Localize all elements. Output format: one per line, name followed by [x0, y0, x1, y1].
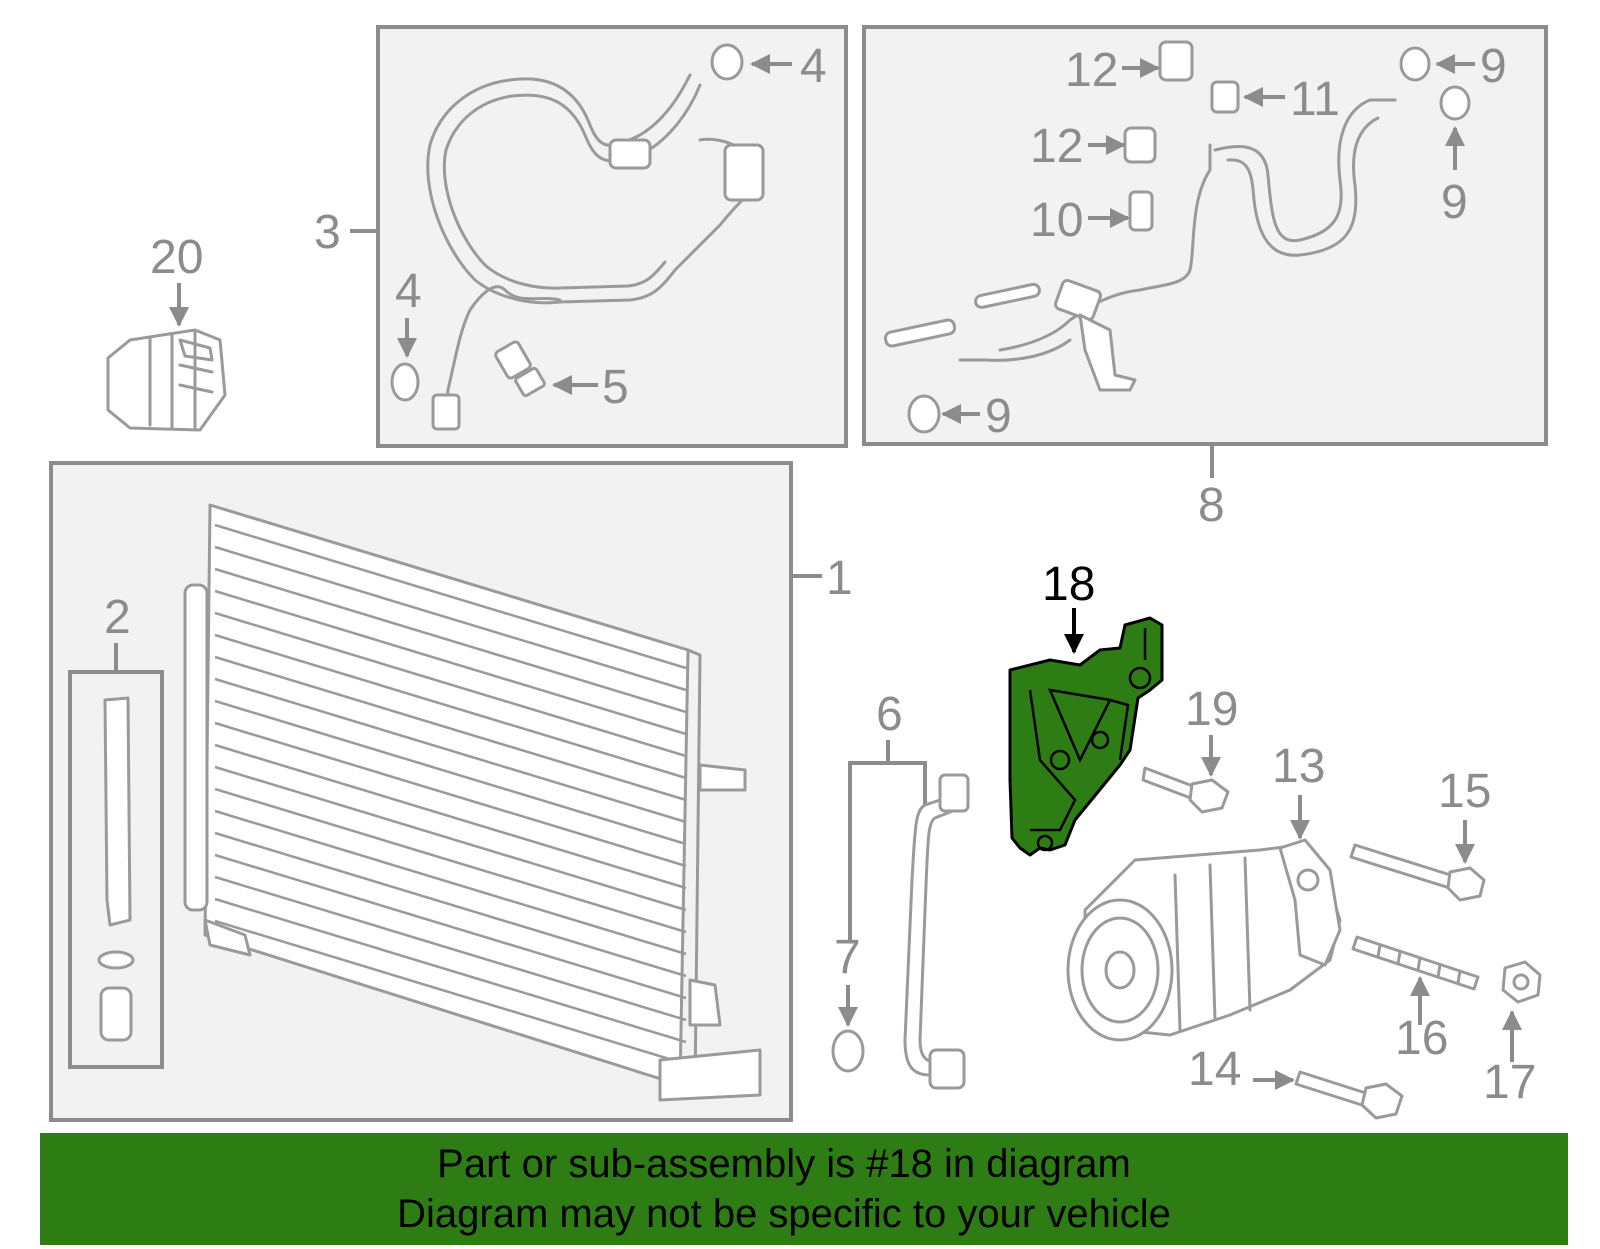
callout-18[interactable]: 18: [1042, 558, 1095, 611]
hose-block-fitting: [723, 143, 765, 202]
callout-7[interactable]: 7: [834, 931, 861, 984]
liquid-tube-group: [831, 740, 970, 1090]
callout-8[interactable]: 8: [1198, 479, 1225, 532]
connector-20: [106, 283, 227, 432]
callout-1[interactable]: 1: [826, 552, 853, 605]
rear-hose-assembly-box: [862, 25, 1548, 446]
callout-11[interactable]: 11: [1290, 73, 1340, 126]
hose-assembly-group: [350, 25, 848, 448]
hose-fitting: [608, 138, 652, 170]
bolt-15: [1349, 820, 1486, 902]
sensor-10: [1128, 190, 1154, 232]
banner-line-1: Part or sub-assembly is #18 in diagram: [437, 1142, 1131, 1186]
callout-12a[interactable]: 12: [1065, 44, 1118, 97]
valve-core-b: [974, 282, 1041, 309]
callout-9c[interactable]: 9: [985, 390, 1012, 443]
callout-9b[interactable]: 9: [1441, 176, 1468, 229]
tube-fitting-bottom: [928, 1048, 966, 1090]
callout-6[interactable]: 6: [876, 688, 903, 741]
condenser-group: [49, 461, 822, 1122]
stud-16: [1351, 935, 1480, 1025]
hose-bracket-8: [1053, 278, 1137, 392]
banner-line-2: Diagram may not be specific to your vehi…: [397, 1192, 1171, 1236]
hose-end-fitting: [431, 393, 461, 431]
condenser-bracket-left: [203, 918, 252, 957]
callout-20[interactable]: 20: [150, 231, 203, 284]
valve-core-a: [883, 318, 957, 348]
nut-17: [1501, 960, 1542, 1062]
o-ring-9a: [1399, 46, 1431, 82]
condenser-bracket-lower: [688, 978, 722, 1027]
compressor-port: [1296, 868, 1320, 892]
hose-assembly-box: [376, 25, 848, 448]
callout-16[interactable]: 16: [1395, 1012, 1448, 1065]
compressor-hub: [1104, 950, 1136, 990]
compressor-clutch-ring: [1080, 916, 1160, 1024]
o-ring-4b: [390, 362, 420, 402]
condenser-fins: [214, 523, 687, 1066]
callout-5[interactable]: 5: [602, 361, 629, 414]
compressor-ribs: [1173, 856, 1252, 1032]
callout-10[interactable]: 10: [1030, 194, 1083, 247]
desiccant-o-ring: [97, 950, 135, 970]
info-banner: Part or sub-assembly is #18 in diagram D…: [40, 1133, 1568, 1245]
liquid-tube: [903, 793, 962, 1077]
rear-hose-main: [998, 143, 1212, 352]
callout-15[interactable]: 15: [1438, 765, 1491, 818]
callout-13[interactable]: 13: [1272, 740, 1325, 793]
compressor-bracket-18: [1008, 608, 1164, 857]
compressor-clutch: [1066, 898, 1174, 1042]
callout-2[interactable]: 2: [104, 591, 131, 644]
callout-17[interactable]: 17: [1483, 1056, 1536, 1109]
rear-hose-assembly-group: [862, 25, 1548, 478]
bolt-14: [1253, 1070, 1404, 1120]
o-ring-4a: [710, 43, 744, 81]
callout-19[interactable]: 19: [1185, 683, 1238, 736]
cap-12b: [1123, 126, 1157, 164]
desiccant-bag: [103, 696, 132, 927]
callout-4a[interactable]: 4: [800, 40, 827, 93]
callout-12b[interactable]: 12: [1030, 120, 1083, 173]
rear-hose-upper-inner: [1226, 116, 1380, 257]
o-ring-7: [831, 1029, 865, 1073]
condenser-left-tank: [183, 583, 209, 912]
o-ring-9b: [1439, 85, 1471, 121]
pressure-switch-5: [494, 340, 546, 398]
desiccant-plug: [99, 986, 133, 1042]
o-ring-9c: [907, 394, 941, 434]
rear-hose-upper: [1213, 98, 1397, 243]
condenser-bracket-top: [698, 763, 747, 792]
callout-3[interactable]: 3: [314, 206, 341, 259]
bolt-19: [1141, 735, 1230, 814]
suction-hose: [426, 73, 762, 305]
liquid-tube-inner: [918, 808, 962, 1064]
bracket-18-detail: [1028, 628, 1152, 852]
liquid-line: [444, 285, 562, 422]
compressor-13: [1066, 795, 1342, 1042]
compressor-manifold: [1278, 838, 1342, 967]
bracket-18-body: [1008, 616, 1164, 857]
callout-14[interactable]: 14: [1188, 1043, 1241, 1096]
cap-12a: [1158, 40, 1194, 82]
callout-9a[interactable]: 9: [1480, 40, 1507, 93]
condenser-bracket-base: [658, 1048, 762, 1102]
switch-11: [1210, 80, 1240, 114]
tube-fitting-top: [938, 773, 970, 813]
callout-4b[interactable]: 4: [395, 265, 422, 318]
rear-hose-lower: [958, 338, 1072, 362]
